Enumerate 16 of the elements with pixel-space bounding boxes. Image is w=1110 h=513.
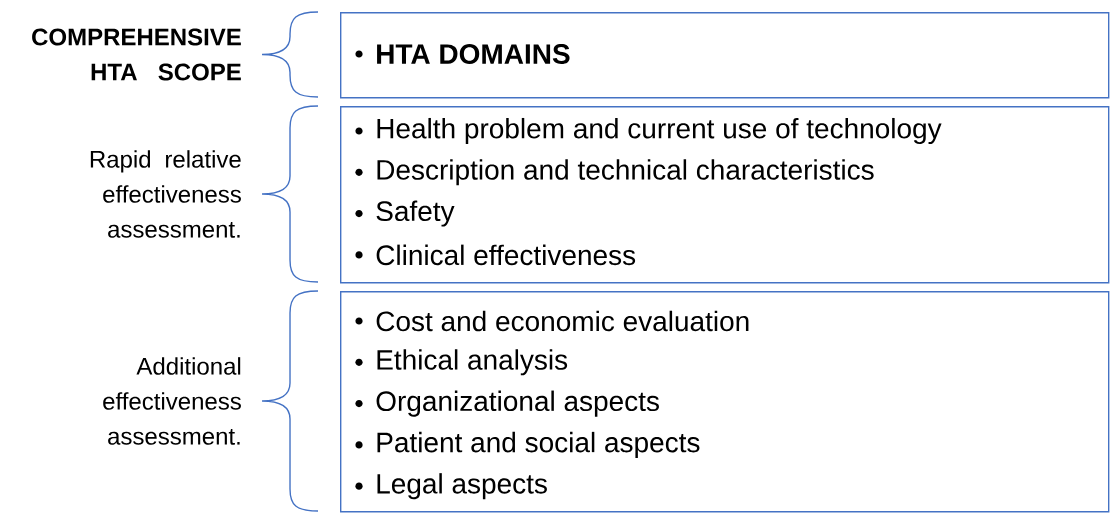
list-box: [340, 106, 1110, 284]
bracket-label: Additional effectiveness assessment.: [103, 357, 241, 445]
list-item: Ethical analysis: [377, 349, 568, 376]
list-item: HTA DOMAINS: [377, 44, 570, 64]
list-item: Organizational aspects: [376, 390, 659, 417]
list-item: Health problem and current use of technology: [377, 117, 942, 145]
list-item: Safety: [376, 200, 455, 227]
list-box: [340, 291, 1110, 513]
list-item: Legal aspects: [377, 473, 547, 500]
bracket-label: COMPREHENSIVE HTA SCOPE: [32, 28, 241, 81]
list-item: Clinical effectiveness: [376, 244, 636, 266]
list-box: [340, 12, 1110, 99]
list-item: Description and technical characteristics: [377, 159, 874, 186]
bracket-label: Rapid relative effectiveness assessment.: [90, 150, 241, 238]
list-item: Patient and social aspects: [377, 431, 700, 458]
list-item: Cost and economic evaluation: [376, 310, 749, 332]
